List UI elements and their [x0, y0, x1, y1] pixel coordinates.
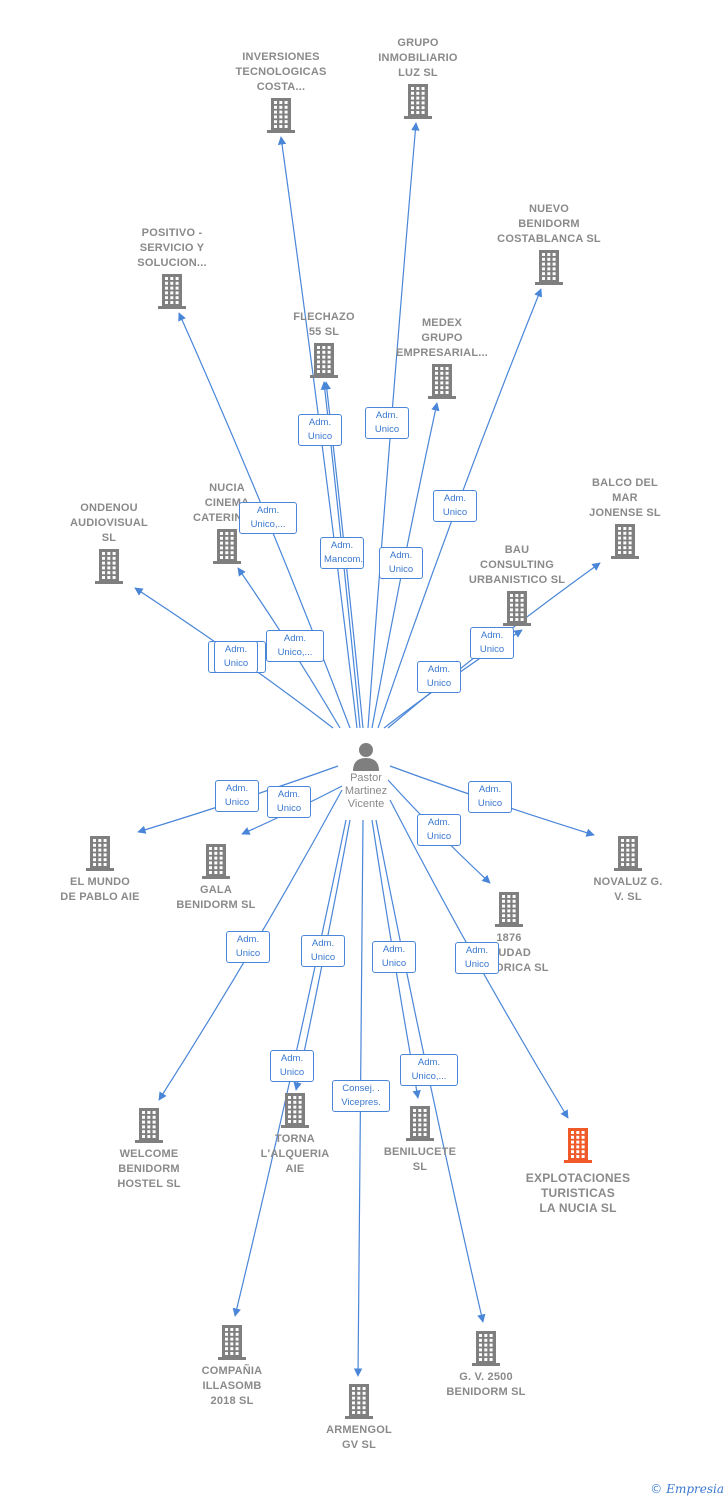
- company-node-explotaciones[interactable]: EXPLOTACIONES TURISTICAS LA NUCIA SL: [513, 1127, 643, 1216]
- company-node-el_mundo[interactable]: EL MUNDO DE PABLO AIE: [35, 835, 165, 905]
- company-label: G. V. 2500 BENIDORM SL: [446, 1371, 526, 1398]
- building-icon: [213, 529, 241, 564]
- company-node-benilucete[interactable]: BENILUCETE SL: [355, 1105, 485, 1175]
- company-label: FLECHAZO 55 SL: [293, 311, 355, 338]
- building-icon: [95, 549, 123, 584]
- building-icon: [535, 250, 563, 285]
- company-label: NUEVO BENIDORM COSTABLANCA SL: [497, 203, 601, 245]
- company-label: BALCO DEL MAR JONENSE SL: [589, 477, 661, 519]
- building-icon: [345, 1384, 373, 1419]
- building-icon: [495, 892, 523, 927]
- building-icon: [86, 836, 114, 871]
- company-node-welcome[interactable]: WELCOME BENIDORM HOSTEL SL: [84, 1107, 214, 1192]
- company-label: TORNA L'ALQUERIA AIE: [260, 1133, 330, 1175]
- building-icon: [310, 343, 338, 378]
- role-badge-el_mundo[interactable]: Adm. Unico: [215, 780, 259, 812]
- company-node-armengol[interactable]: ARMENGOL GV SL: [294, 1383, 424, 1453]
- building-icon: [158, 274, 186, 309]
- company-node-grupo_inmobiliario[interactable]: GRUPO INMOBILIARIO LUZ SL: [353, 36, 483, 119]
- role-badge-ciudad[interactable]: Adm. Unico: [417, 814, 461, 846]
- role-badge-novaluz[interactable]: Adm. Unico: [468, 781, 512, 813]
- role-badge-balco[interactable]: Adm. Unico: [470, 627, 514, 659]
- company-label: INVERSIONES TECNOLOGICAS COSTA...: [235, 51, 327, 93]
- building-icon: [267, 98, 295, 133]
- role-badge-compania[interactable]: Adm. Unico: [270, 1050, 314, 1082]
- building-icon: [218, 1325, 246, 1360]
- company-label: MEDEX GRUPO EMPRESARIAL...: [395, 317, 489, 359]
- company-node-positivo[interactable]: POSITIVO - SERVICIO Y SOLUCION...: [107, 226, 237, 309]
- role-badge-gala[interactable]: Adm. Unico: [267, 786, 311, 818]
- role-badge-medex[interactable]: Adm. Unico: [379, 547, 423, 579]
- company-label: NOVALUZ G. V. SL: [593, 876, 663, 903]
- company-node-inversiones[interactable]: INVERSIONES TECNOLOGICAS COSTA...: [216, 50, 346, 133]
- company-node-nuevo_benidorm[interactable]: NUEVO BENIDORM COSTABLANCA SL: [484, 202, 614, 285]
- building-icon: [564, 1128, 592, 1163]
- company-node-gv2500[interactable]: G. V. 2500 BENIDORM SL: [421, 1330, 551, 1400]
- building-icon: [281, 1093, 309, 1128]
- building-icon: [202, 844, 230, 879]
- company-label: EL MUNDO DE PABLO AIE: [60, 876, 140, 903]
- company-node-flechazo[interactable]: FLECHAZO 55 SL: [259, 310, 389, 378]
- company-node-medex[interactable]: MEDEX GRUPO EMPRESARIAL...: [377, 316, 507, 399]
- company-label: ARMENGOL GV SL: [326, 1424, 392, 1451]
- role-badge-welcome[interactable]: Adm. Unico: [226, 931, 270, 963]
- company-label: WELCOME BENIDORM HOSTEL SL: [117, 1148, 181, 1190]
- person-icon: [353, 743, 379, 771]
- company-label: ONDENOU AUDIOVISUAL SL: [70, 502, 148, 544]
- company-node-ondenou[interactable]: ONDENOU AUDIOVISUAL SL: [44, 501, 174, 584]
- company-node-novaluz[interactable]: NOVALUZ G. V. SL: [563, 835, 693, 905]
- company-label: COMPAÑIA ILLASOMB 2018 SL: [201, 1365, 263, 1407]
- company-label: GALA BENIDORM SL: [176, 884, 256, 911]
- footer-brand[interactable]: ©Empresia: [650, 1482, 724, 1496]
- person-node[interactable]: Pastor Martinez Vicente: [326, 740, 406, 811]
- role-badge-explotaciones[interactable]: Adm. Unico: [455, 942, 499, 974]
- company-label: GRUPO INMOBILIARIO LUZ SL: [378, 37, 458, 79]
- company-node-torna[interactable]: TORNA L'ALQUERIA AIE: [230, 1092, 360, 1177]
- role-badge-inversiones[interactable]: Adm. Unico,...: [239, 502, 297, 534]
- company-label: POSITIVO - SERVICIO Y SOLUCION...: [137, 227, 207, 269]
- role-badge-benilucete[interactable]: Adm. Unico: [372, 941, 416, 973]
- company-node-gala[interactable]: GALA BENIDORM SL: [151, 843, 281, 913]
- building-icon: [135, 1108, 163, 1143]
- company-label: BAU CONSULTING URBANISTICO SL: [468, 544, 566, 586]
- building-icon: [472, 1331, 500, 1366]
- role-badge-positivo[interactable]: Adm. Unico,...: [266, 630, 324, 662]
- role-badge-torna[interactable]: Adm. Unico: [301, 935, 345, 967]
- role-badge-armengol[interactable]: Consej. . Vicepres.: [332, 1080, 390, 1112]
- role-badge-ondenou[interactable]: Adm. Unico: [214, 641, 258, 673]
- brand-logo: Empresia: [666, 1482, 724, 1496]
- copyright-symbol: ©: [650, 1482, 663, 1496]
- company-label: BENILUCETE SL: [383, 1146, 457, 1173]
- building-icon: [404, 84, 432, 119]
- building-icon: [611, 524, 639, 559]
- company-label: EXPLOTACIONES TURISTICAS LA NUCIA SL: [525, 1171, 631, 1215]
- building-icon: [428, 364, 456, 399]
- person-label: Pastor Martinez Vicente: [344, 772, 388, 810]
- building-icon: [614, 836, 642, 871]
- role-badge-nuevo_benidorm[interactable]: Adm. Unico: [433, 490, 477, 522]
- role-badge-bau[interactable]: Adm. Unico: [417, 661, 461, 693]
- company-node-balco[interactable]: BALCO DEL MAR JONENSE SL: [560, 476, 690, 559]
- role-badge-grupo_inmobiliario[interactable]: Adm. Unico: [365, 407, 409, 439]
- building-icon: [503, 591, 531, 626]
- company-node-compania[interactable]: COMPAÑIA ILLASOMB 2018 SL: [167, 1324, 297, 1409]
- building-icon: [406, 1106, 434, 1141]
- company-node-bau[interactable]: BAU CONSULTING URBANISTICO SL: [452, 543, 582, 626]
- role-badge-flechazo[interactable]: Adm. Unico: [298, 414, 342, 446]
- role-badge-flechazo[interactable]: Adm. Mancom.: [320, 537, 364, 569]
- role-badge-gv2500[interactable]: Adm. Unico,...: [400, 1054, 458, 1086]
